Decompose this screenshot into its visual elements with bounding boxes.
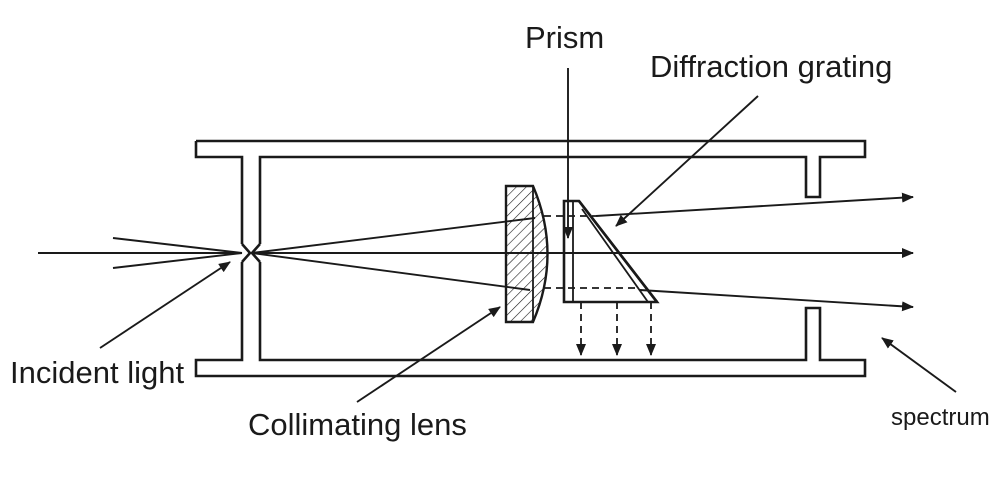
- beam-lower: [251, 252, 531, 291]
- incident-light-pointer: [99, 261, 231, 349]
- label-diffraction-grating: Diffraction grating: [650, 49, 892, 84]
- label-incident-light: Incident light: [10, 355, 184, 390]
- beam-upper: [251, 217, 536, 254]
- housing-top-rail: [196, 139, 867, 244]
- output-ray-upper: [595, 192, 914, 217]
- label-spectrum: spectrum: [891, 404, 990, 431]
- diffraction-grating: [577, 200, 659, 303]
- incident-ray-upper: [112, 237, 243, 254]
- collimating-lens: [504, 184, 549, 324]
- incident-ray-lower: [112, 252, 243, 269]
- grating-inner-edge: [581, 208, 649, 303]
- prism: [562, 199, 660, 304]
- housing-bottom-rail: [194, 262, 867, 378]
- spectrum-pointer: [881, 337, 957, 393]
- housing-top-left-edge: [194, 141, 244, 244]
- grating-pointer: [615, 95, 759, 227]
- lens-pointer: [356, 306, 501, 403]
- label-collimating-lens: Collimating lens: [248, 407, 467, 442]
- output-ray-lower: [639, 289, 914, 312]
- label-prism: Prism: [525, 20, 604, 55]
